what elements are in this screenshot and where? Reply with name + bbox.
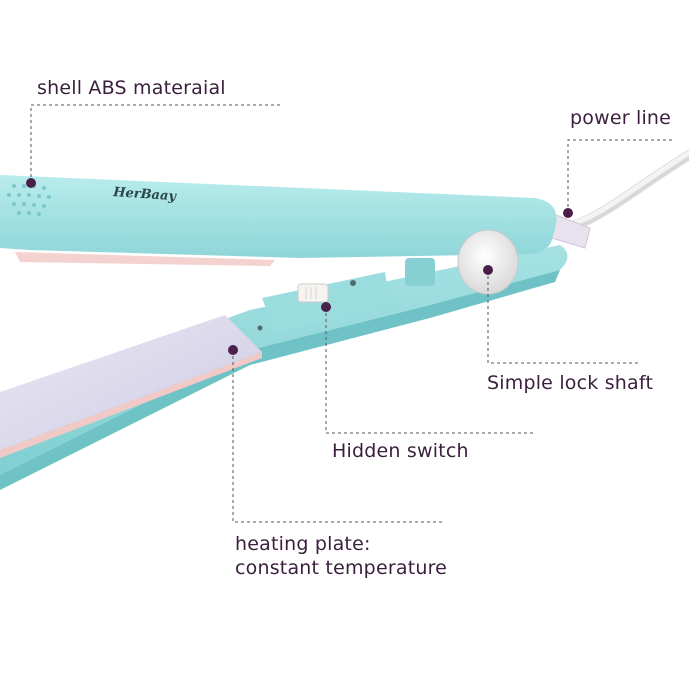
power-cord-highlight: [572, 150, 689, 226]
bottom-arm: [0, 245, 568, 475]
lock-marker: [483, 265, 493, 275]
indicator-hole: [350, 280, 356, 286]
power-callout-line: [567, 139, 673, 213]
shell-label: shell ABS materaial: [37, 77, 226, 99]
lock-shaft-label: Simple lock shaft: [487, 372, 654, 394]
callout-markers: [26, 178, 573, 355]
plate-callout-line: [232, 350, 445, 523]
callout-lines: [30, 104, 673, 523]
plate-marker: [228, 345, 238, 355]
power-marker: [563, 208, 573, 218]
lock-callout-line: [487, 270, 640, 364]
hidden-switch: [297, 283, 329, 303]
switch-callout-line: [325, 307, 536, 434]
bottom-arm-edge: [0, 270, 560, 490]
heating-plate-edge: [0, 352, 262, 458]
brand-logo: HerBaay: [112, 185, 178, 205]
heating-plate-label: heating plate: constant temperature: [235, 532, 447, 580]
heating-plate: [0, 315, 262, 450]
shell-marker: [26, 178, 36, 188]
hinge-post: [405, 258, 435, 286]
hidden-switch-label: Hidden switch: [332, 440, 469, 462]
switch-marker: [321, 302, 331, 312]
heating-plate-label-line2: constant temperature: [235, 557, 448, 579]
shell-callout-line: [30, 104, 282, 183]
power-line-label: power line: [570, 107, 672, 129]
heating-plate-label-line1: heating plate:: [235, 533, 371, 555]
top-arm: [0, 175, 557, 258]
screw-hole: [257, 325, 263, 331]
top-arm-underside: [15, 252, 275, 266]
